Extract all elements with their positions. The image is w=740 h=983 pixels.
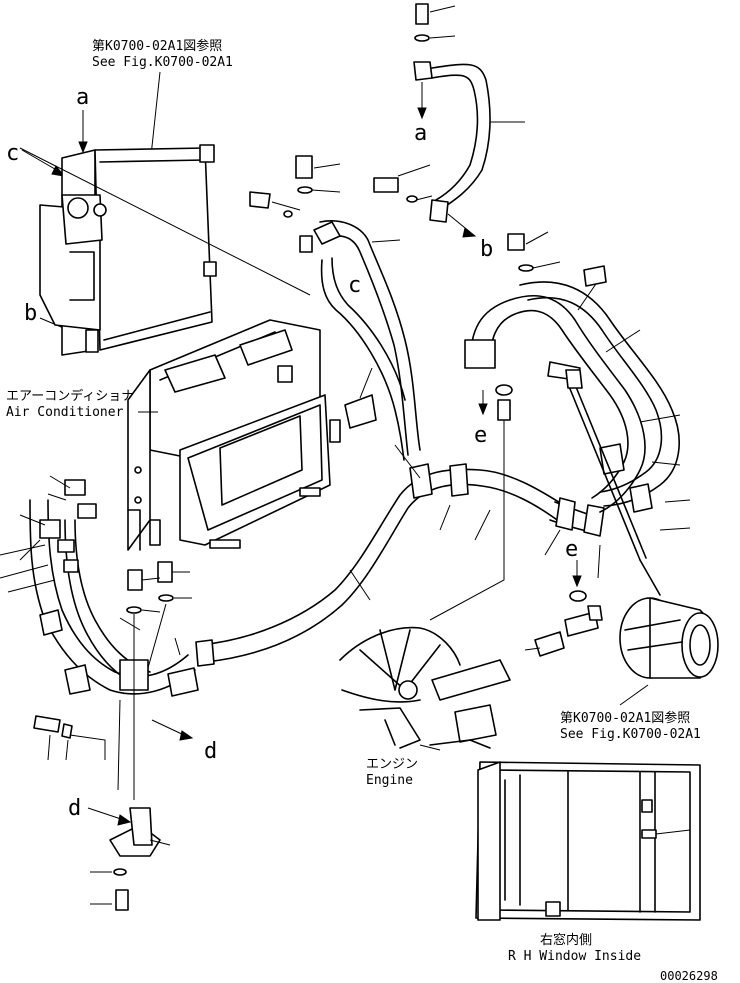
- callout-e-right: e: [565, 537, 578, 562]
- ref-bottom-jp: 第K0700-02A1図参照: [560, 710, 690, 726]
- callout-e-mid: e: [474, 423, 487, 448]
- ref-top-jp: 第K0700-02A1図参照: [92, 38, 222, 54]
- hose-left-lower: [0, 475, 199, 697]
- callout-c-left: c: [6, 141, 19, 166]
- callout-d-mid: d: [204, 739, 217, 764]
- air-conditioner-jp: エアーコンディショナ: [6, 388, 134, 404]
- bolts-left-center: [33, 561, 192, 800]
- window-jp: 右窓内側: [540, 932, 592, 948]
- fittings-compressor: [524, 605, 603, 657]
- ref-top-en: See Fig.K0700-02A1: [92, 55, 233, 70]
- callout-a-mid: a: [414, 121, 427, 146]
- callout-c-mid: c: [348, 273, 361, 298]
- window-en: R H Window Inside: [508, 949, 641, 964]
- air-conditioner-unit: [127, 319, 377, 551]
- hose-top-assembly: [373, 3, 525, 238]
- drawing-number: 00026298: [660, 969, 718, 983]
- engine-jp: エンジン: [366, 757, 418, 772]
- callout-a-left: a: [76, 85, 89, 110]
- hose-main: [195, 444, 605, 667]
- sensor-rod: [565, 369, 661, 596]
- bolts-center-top: [249, 155, 561, 272]
- condenser: [19, 144, 311, 356]
- engine-block: [339, 626, 511, 751]
- ref-bottom-en: See Fig.K0700-02A1: [560, 727, 701, 742]
- callout-b-mid: b: [480, 237, 493, 262]
- engine-en: Engine: [366, 773, 413, 788]
- callout-b-left: b: [24, 301, 37, 326]
- bracket-stand: [90, 699, 171, 911]
- hose-long: [313, 220, 421, 461]
- rh-window-frame: [475, 761, 701, 921]
- compressor: [619, 597, 719, 706]
- callout-d-bottom: d: [68, 796, 81, 821]
- hose-right-loops: [464, 265, 691, 531]
- air-conditioner-en: Air Conditioner: [6, 405, 124, 420]
